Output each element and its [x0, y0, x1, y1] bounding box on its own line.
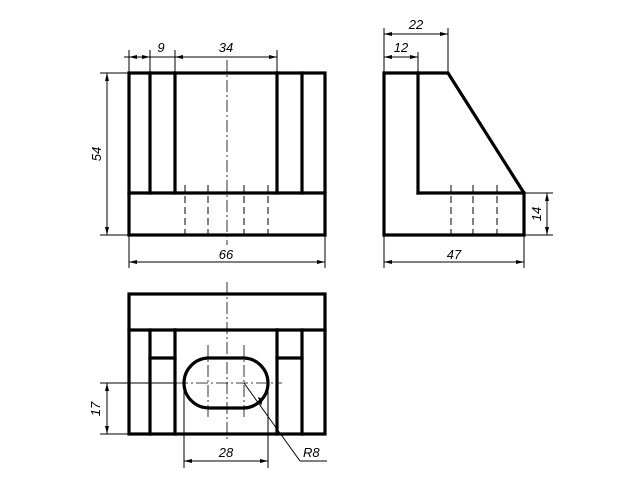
side-dimensions: 22 12 14 47: [383, 17, 553, 268]
dim-front-top-middle: 34: [219, 40, 233, 55]
dim-side-width: 47: [447, 247, 462, 262]
dim-side-top-outer: 22: [408, 17, 424, 32]
dim-front-height: 54: [89, 147, 104, 161]
dim-top-slot-width: 28: [218, 445, 234, 460]
dim-side-top-inner: 12: [394, 40, 409, 55]
front-dimensions: 9 34 54 66: [89, 40, 326, 268]
dim-slot-radius: R8: [303, 445, 320, 460]
side-outline: [382, 71, 526, 237]
top-view: [127, 282, 327, 440]
dim-front-top-left: 9: [157, 40, 164, 55]
dim-front-width: 66: [219, 247, 234, 262]
side-view: [382, 71, 526, 237]
dim-top-offset: 17: [88, 401, 103, 416]
dim-side-step-height: 14: [529, 207, 544, 221]
front-view: [127, 60, 327, 245]
top-dimensions: 17 28 R8: [88, 382, 327, 468]
